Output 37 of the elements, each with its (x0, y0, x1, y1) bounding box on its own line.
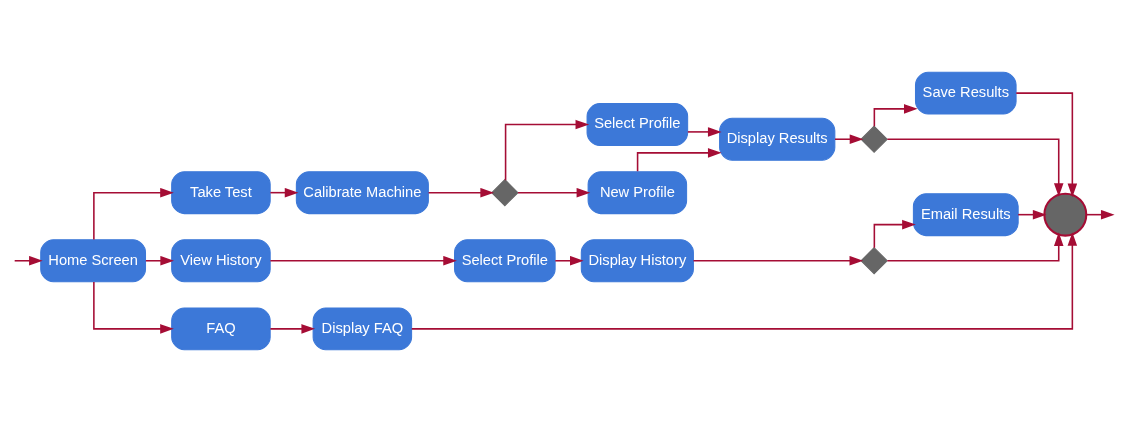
arrow (692, 256, 864, 266)
node-box: Display Results (719, 117, 836, 161)
arrow (269, 324, 316, 334)
arrow (269, 256, 457, 266)
arrow (886, 138, 1064, 197)
node-diamond (491, 178, 519, 207)
arrow (834, 134, 864, 144)
node-box: New Profile (587, 171, 688, 215)
node-box: FAQ (171, 307, 271, 351)
arrow (687, 127, 722, 137)
node-box: Calibrate Machine (295, 171, 429, 215)
arrow (145, 256, 174, 266)
arrow (1015, 92, 1078, 198)
node-box: Display FAQ (312, 307, 413, 351)
node-box: View History (171, 239, 271, 283)
node-box: Take Test (171, 171, 271, 215)
node-diamond (860, 125, 888, 154)
arrow (873, 219, 916, 249)
arrow (427, 187, 494, 198)
node-circle (1043, 192, 1088, 237)
arrow (886, 232, 1064, 262)
arrow (13, 256, 43, 266)
arrow (554, 256, 584, 266)
arrow (93, 281, 174, 334)
node-box: Save Results (914, 71, 1017, 115)
arrow (504, 119, 590, 181)
node-box: Select Profile (586, 103, 689, 147)
arrow (873, 104, 918, 127)
arrow (517, 187, 591, 198)
arrow (410, 232, 1078, 330)
node-box: Email Results (912, 193, 1019, 237)
arrow (93, 187, 174, 241)
node-box: Select Profile (454, 239, 556, 283)
node-box: Home Screen (40, 239, 147, 283)
node-box: Display History (580, 239, 694, 283)
node-diamond (860, 246, 888, 275)
arrow (636, 148, 722, 173)
